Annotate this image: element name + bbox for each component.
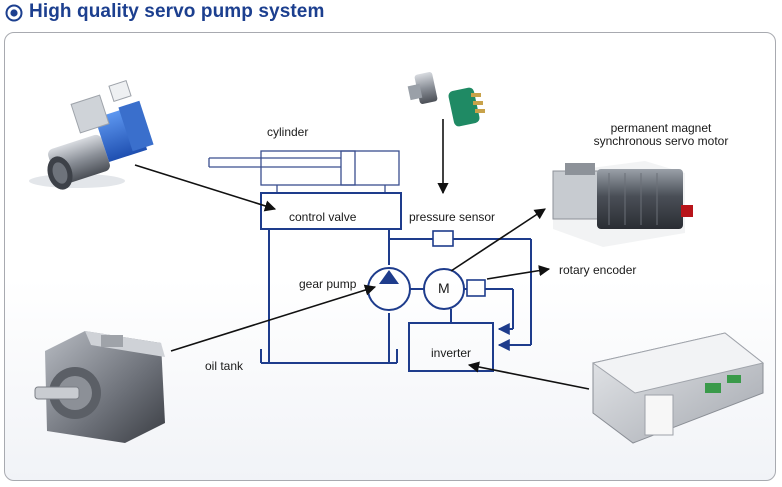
cylinder-body — [260, 150, 400, 186]
solenoid-valve-image — [29, 79, 154, 190]
encoder-box — [466, 279, 486, 297]
oil-tank-label: oil tank — [205, 359, 244, 373]
encoder-pointer-arrow — [486, 265, 551, 280]
pointer-arrows — [134, 119, 590, 390]
gear-pump-pointer-arrow — [170, 284, 377, 352]
target-bullet-icon — [5, 4, 23, 22]
gear-pump-label: gear pump — [299, 277, 357, 291]
diagram-panel: cylinder control valve pressure sensor g… — [4, 32, 776, 481]
inverter-image — [591, 332, 765, 444]
servo-pump-diagram — [29, 72, 765, 444]
hydraulic-schematic — [208, 150, 532, 372]
rotary-encoder-label: rotary encoder — [559, 263, 637, 277]
servo-motor-label-line2: synchronous servo motor — [593, 134, 729, 148]
page-title: High quality servo pump system — [29, 1, 325, 22]
servo-motor-pointer-arrow — [450, 208, 546, 272]
control-valve-box — [260, 192, 402, 230]
pressure-sensor-box — [432, 230, 454, 247]
valve-pointer-arrow — [134, 164, 277, 212]
motor-symbol-label: M — [438, 280, 450, 296]
header: High quality servo pump system — [0, 0, 782, 28]
gear-pump-image — [34, 331, 165, 443]
control-valve-label: control valve — [289, 210, 357, 224]
servo-motor-label-line1: permanent magnet — [610, 121, 712, 135]
inverter-pointer-arrow — [467, 361, 590, 390]
inverter-label: inverter — [431, 346, 472, 360]
pressure-sensor-image — [407, 72, 485, 127]
pressure-sensor-label: pressure sensor — [409, 210, 496, 224]
servo-motor-image — [552, 161, 693, 247]
cylinder-label: cylinder — [267, 125, 309, 139]
cylinder-piston — [340, 150, 356, 186]
